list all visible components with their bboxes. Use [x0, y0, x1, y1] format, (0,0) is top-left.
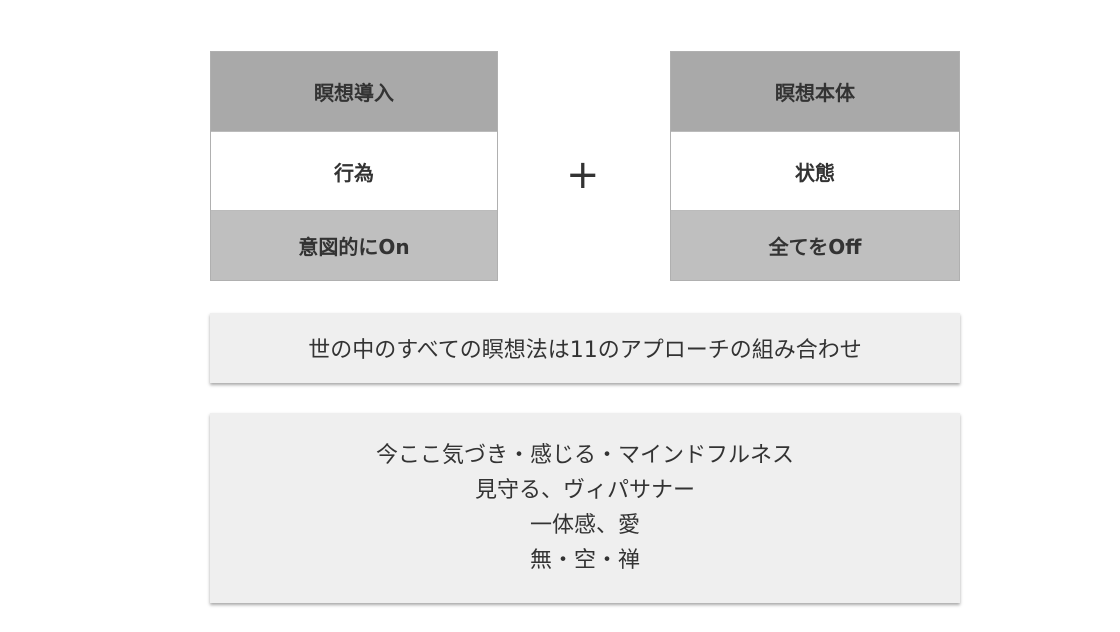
summary-box: 世の中のすべての瞑想法は11のアプローチの組み合わせ [210, 313, 960, 383]
approach-item: 一体感、愛 [529, 513, 640, 538]
table-bottom-cell: 全てをOff [671, 211, 959, 280]
approach-item: 無・空・禅 [529, 548, 640, 573]
table-middle-cell: 状態 [671, 132, 959, 211]
approach-item: 見守る、ヴィパサナー [474, 478, 695, 503]
meditation-intro-table: 瞑想導入 行為 意図的にOn [210, 51, 498, 281]
table-header: 瞑想本体 [671, 52, 959, 132]
meditation-main-table: 瞑想本体 状態 全てをOff [670, 51, 960, 281]
approaches-box: 今ここ気づき・感じる・マインドフルネス 見守る、ヴィパサナー 一体感、愛 無・空… [210, 413, 960, 603]
plus-icon: + [566, 152, 600, 198]
table-middle-cell: 行為 [211, 132, 497, 211]
approach-item: 今ここ気づき・感じる・マインドフルネス [375, 443, 794, 468]
table-bottom-cell: 意図的にOn [211, 211, 497, 280]
summary-text: 世の中のすべての瞑想法は11のアプローチの組み合わせ [308, 338, 862, 363]
table-header: 瞑想導入 [211, 52, 497, 132]
